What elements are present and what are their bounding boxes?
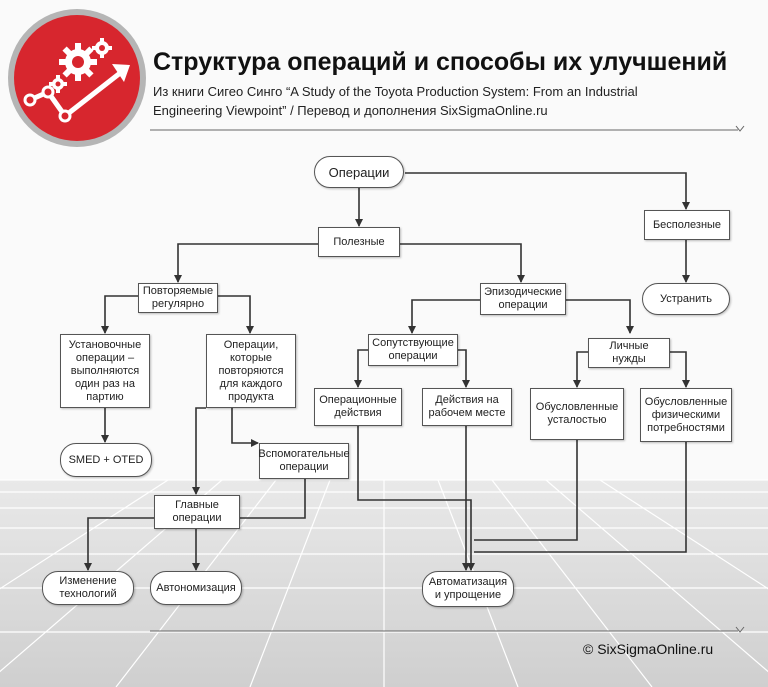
node-physical: Обусловленные физическими потребностями xyxy=(640,388,732,442)
connector xyxy=(405,172,690,210)
page-subtitle: Из книги Сигео Синго “A Study of the Toy… xyxy=(153,82,733,120)
node-operations: Операции xyxy=(314,156,404,188)
connector xyxy=(458,349,470,388)
connector xyxy=(670,351,690,388)
connector xyxy=(231,408,259,447)
node-smed: SMED + OTED xyxy=(60,443,152,477)
page-title: Структура операций и способы их улучшени… xyxy=(153,48,728,76)
node-auxiliary: Вспомогательные операции xyxy=(258,443,350,479)
connector xyxy=(192,407,206,495)
node-setup: Установочные операции – выполняются один… xyxy=(60,334,150,408)
node-automation: Автоматизация и упрощение xyxy=(422,571,514,607)
footer-rule-marker xyxy=(735,626,745,633)
connector xyxy=(474,440,578,541)
connector xyxy=(84,517,154,571)
connector xyxy=(240,479,306,519)
node-useless: Бесполезные xyxy=(644,210,730,240)
node-fatigue: Обусловленные усталостью xyxy=(530,388,624,440)
subtitle-line-1: Из книги Сигео Синго “A Study of the Toy… xyxy=(153,84,638,99)
node-episodic: Эпизодические операции xyxy=(480,283,566,315)
copyright-text: © SixSigmaOnline.ru xyxy=(583,641,714,657)
connector xyxy=(565,299,634,334)
connector xyxy=(400,243,525,283)
connector xyxy=(354,349,368,388)
connector xyxy=(101,295,138,334)
node-workplace: Действия на рабочем месте xyxy=(422,388,512,426)
node-useful: Полезные xyxy=(318,227,400,257)
node-eliminate: Устранить xyxy=(642,283,730,315)
connector xyxy=(218,295,254,334)
node-autonomation: Автономизация xyxy=(150,571,242,605)
connector xyxy=(573,351,588,388)
node-operational: Операционные действия xyxy=(314,388,402,426)
connector xyxy=(357,426,475,571)
connector xyxy=(408,299,480,334)
node-repeated: Повторяемые регулярно xyxy=(138,283,218,313)
node-per-product: Операции, которые повторяются для каждог… xyxy=(206,334,296,408)
connector xyxy=(174,243,318,283)
node-personal: Личные нужды xyxy=(588,338,670,368)
node-tech-change: Изменение технологий xyxy=(42,571,134,605)
connector xyxy=(474,442,687,553)
gears-growth-logo xyxy=(8,9,146,147)
node-accompanying: Сопутствующие операции xyxy=(368,334,458,366)
header-rule-marker xyxy=(735,125,745,132)
node-main: Главные операции xyxy=(154,495,240,529)
subtitle-line-2: Engineering Viewpoint” / Перевод и допол… xyxy=(153,103,548,118)
